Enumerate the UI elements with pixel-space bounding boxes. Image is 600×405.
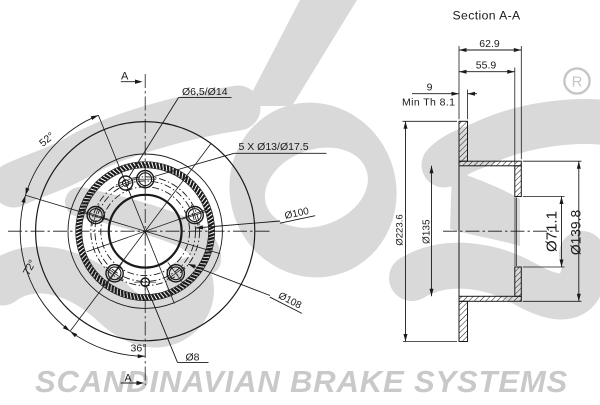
svg-text:5 X Ø13/Ø17.5: 5 X Ø13/Ø17.5 [239, 141, 309, 153]
svg-text:A: A [121, 71, 129, 83]
svg-text:Ø139.8: Ø139.8 [569, 210, 584, 256]
svg-text:Ø135: Ø135 [421, 219, 432, 244]
svg-text:A: A [124, 372, 132, 384]
svg-text:36°: 36° [131, 343, 147, 355]
svg-text:Section A-A: Section A-A [453, 8, 522, 22]
svg-text:Ø8: Ø8 [186, 351, 200, 363]
svg-text:55.9: 55.9 [476, 60, 497, 72]
svg-text:Ø6,5/Ø14: Ø6,5/Ø14 [182, 86, 228, 98]
svg-text:R: R [572, 74, 583, 91]
svg-text:Ø223.6: Ø223.6 [395, 214, 406, 245]
svg-text:Ø71.1: Ø71.1 [543, 211, 560, 252]
svg-text:SCANDINAVIAN BRAKE SYSTEMS: SCANDINAVIAN BRAKE SYSTEMS [35, 364, 568, 399]
svg-text:62.9: 62.9 [479, 38, 500, 50]
svg-text:9: 9 [427, 82, 433, 94]
svg-text:Min Th 8.1: Min Th 8.1 [402, 96, 455, 108]
